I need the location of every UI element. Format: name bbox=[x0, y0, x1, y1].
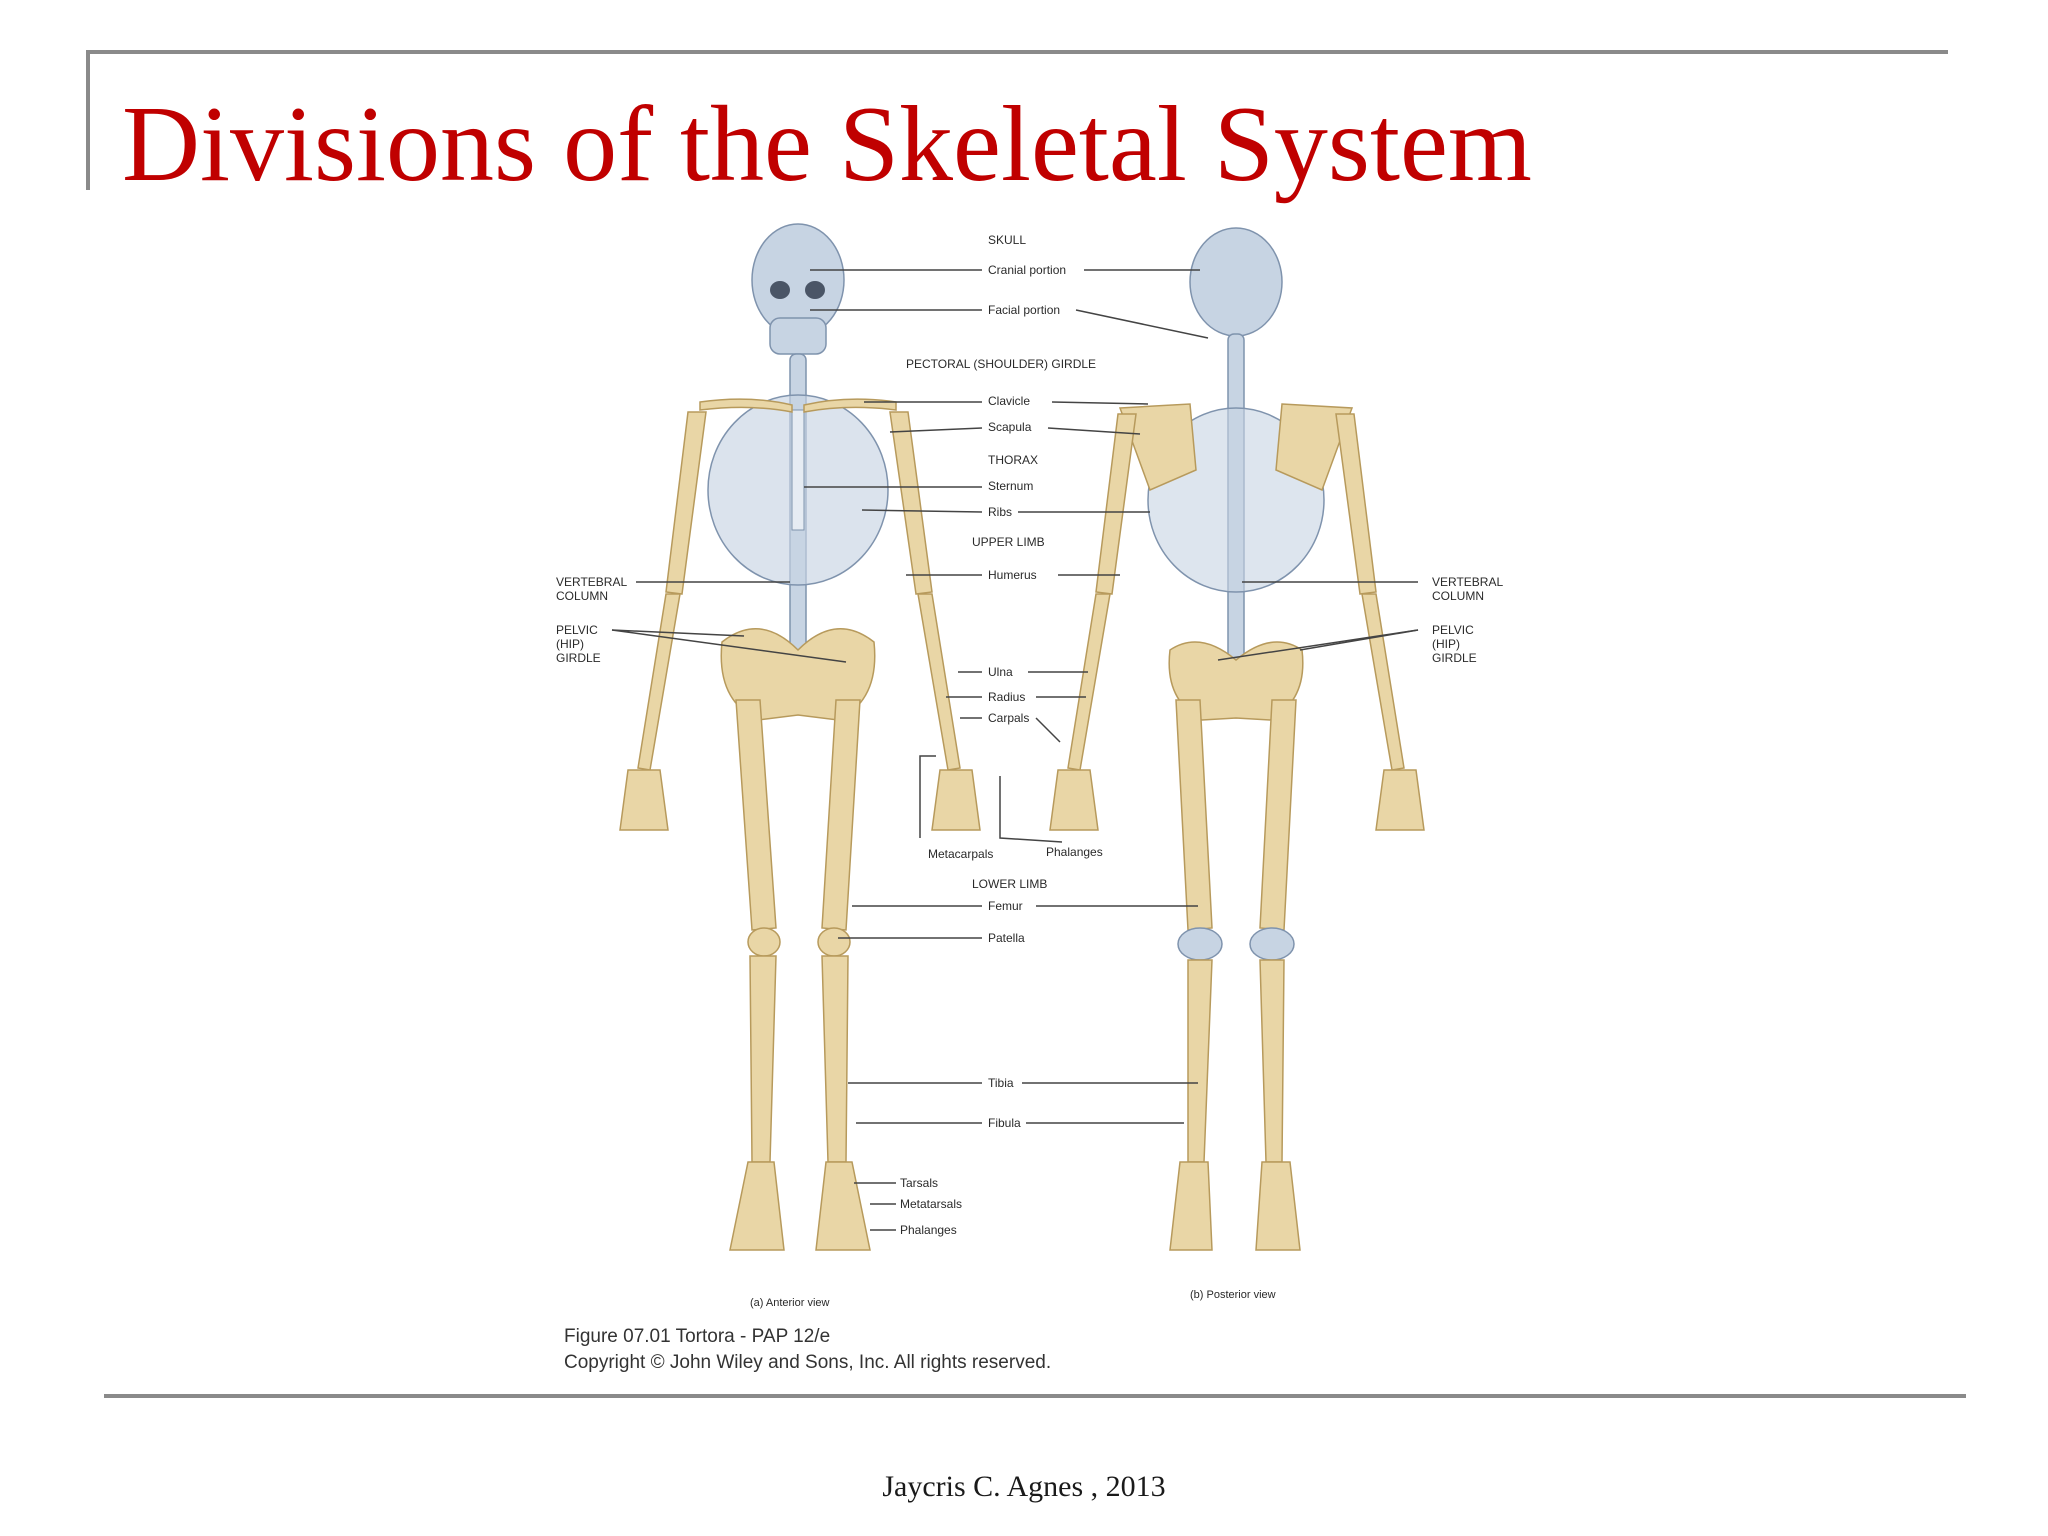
label-phalanges-foot: Phalanges bbox=[900, 1223, 957, 1237]
posterior-scapula-right bbox=[1275, 403, 1354, 492]
label-scapula: Scapula bbox=[988, 420, 1032, 434]
posterior-forearm-left bbox=[1067, 593, 1111, 771]
frame-left-line bbox=[86, 50, 90, 190]
posterior-scapula-left bbox=[1118, 403, 1197, 492]
anterior-eye-socket-left bbox=[770, 281, 790, 299]
label-pelvic-girdle-right-1: PELVIC bbox=[1432, 623, 1474, 637]
anterior-jaw bbox=[769, 317, 827, 355]
anterior-eye-socket-right bbox=[805, 281, 825, 299]
leader-lines bbox=[611, 269, 1419, 1231]
caption-anterior-view: (a) Anterior view bbox=[750, 1297, 830, 1309]
posterior-foot-left bbox=[1169, 1161, 1213, 1251]
label-vertebral-column-left-1: VERTEBRAL bbox=[556, 575, 627, 589]
label-cranial-portion: Cranial portion bbox=[988, 263, 1066, 277]
posterior-skeleton bbox=[1049, 227, 1425, 1251]
anterior-foot-right bbox=[815, 1161, 871, 1251]
posterior-hand-right bbox=[1375, 769, 1425, 831]
anterior-foot-left bbox=[729, 1161, 785, 1251]
label-femur: Femur bbox=[988, 899, 1023, 913]
anterior-patella-left bbox=[747, 927, 781, 957]
label-lower-limb: LOWER LIMB bbox=[972, 877, 1047, 891]
frame-top-line bbox=[86, 50, 1948, 54]
anterior-forearm-left bbox=[637, 593, 681, 771]
anterior-humerus-left bbox=[665, 411, 707, 595]
label-pelvic-girdle-left-1: PELVIC bbox=[556, 623, 598, 637]
anterior-humerus-right bbox=[889, 411, 933, 595]
label-tibia: Tibia bbox=[988, 1076, 1014, 1090]
label-upper-limb: UPPER LIMB bbox=[972, 535, 1045, 549]
anterior-patella-right bbox=[817, 927, 851, 957]
labels: SKULL Cranial portion Facial portion PEC… bbox=[556, 233, 1503, 1373]
label-tarsals: Tarsals bbox=[900, 1176, 938, 1190]
label-clavicle: Clavicle bbox=[988, 394, 1030, 408]
label-vertebral-column-left-2: COLUMN bbox=[556, 589, 608, 603]
label-vertebral-column-right-2: COLUMN bbox=[1432, 589, 1484, 603]
label-skull: SKULL bbox=[988, 233, 1026, 247]
posterior-hand-left bbox=[1049, 769, 1099, 831]
label-ribs: Ribs bbox=[988, 505, 1012, 519]
label-carpals: Carpals bbox=[988, 711, 1029, 725]
anterior-shin-right bbox=[821, 955, 849, 1163]
posterior-femur-left bbox=[1175, 699, 1213, 931]
anterior-clavicle-left bbox=[699, 398, 793, 413]
anterior-hand-left bbox=[619, 769, 669, 831]
label-radius: Radius bbox=[988, 690, 1025, 704]
anterior-forearm-right bbox=[917, 593, 961, 771]
posterior-knee-left bbox=[1177, 927, 1223, 961]
slide-footer: Jaycris C. Agnes , 2013 bbox=[882, 1470, 1166, 1503]
label-pelvic-girdle-left-3: GIRDLE bbox=[556, 651, 601, 665]
label-patella: Patella bbox=[988, 931, 1025, 945]
posterior-forearm-right bbox=[1361, 593, 1405, 771]
label-pectoral-girdle: PECTORAL (SHOULDER) GIRDLE bbox=[906, 357, 1096, 371]
posterior-knee-right bbox=[1249, 927, 1295, 961]
anterior-skeleton bbox=[619, 223, 981, 1251]
anterior-femur-right bbox=[821, 699, 861, 931]
posterior-foot-right bbox=[1255, 1161, 1301, 1251]
label-humerus: Humerus bbox=[988, 568, 1037, 582]
frame-bottom-line bbox=[104, 1394, 1966, 1398]
label-pelvic-girdle-left-2: (HIP) bbox=[556, 637, 584, 651]
anterior-hand-right bbox=[931, 769, 981, 831]
figure-credit-line-1: Figure 07.01 Tortora - PAP 12/e bbox=[564, 1326, 830, 1347]
slide-title: Divisions of the Skeletal System bbox=[122, 85, 1532, 204]
anterior-femur-left bbox=[735, 699, 777, 931]
posterior-femur-right bbox=[1259, 699, 1297, 931]
label-vertebral-column-right-1: VERTEBRAL bbox=[1432, 575, 1503, 589]
figure-credit-line-2: Copyright © John Wiley and Sons, Inc. Al… bbox=[564, 1352, 1051, 1373]
posterior-shin-left bbox=[1187, 959, 1213, 1163]
label-sternum: Sternum bbox=[988, 479, 1033, 493]
label-metatarsals: Metatarsals bbox=[900, 1197, 962, 1211]
label-pelvic-girdle-right-3: GIRDLE bbox=[1432, 651, 1477, 665]
label-thorax: THORAX bbox=[988, 453, 1038, 467]
anterior-shin-left bbox=[749, 955, 777, 1163]
label-pelvic-girdle-right-2: (HIP) bbox=[1432, 637, 1460, 651]
label-phalanges-hand: Phalanges bbox=[1046, 845, 1103, 859]
posterior-shin-right bbox=[1259, 959, 1285, 1163]
posterior-humerus-left bbox=[1095, 413, 1137, 595]
label-fibula: Fibula bbox=[988, 1116, 1021, 1130]
posterior-humerus-right bbox=[1335, 413, 1377, 595]
label-facial-portion: Facial portion bbox=[988, 303, 1060, 317]
caption-posterior-view: (b) Posterior view bbox=[1190, 1289, 1276, 1301]
posterior-skull bbox=[1189, 227, 1283, 337]
label-metacarpals: Metacarpals bbox=[928, 847, 993, 861]
anterior-sternum bbox=[791, 409, 805, 531]
label-ulna: Ulna bbox=[988, 665, 1013, 679]
